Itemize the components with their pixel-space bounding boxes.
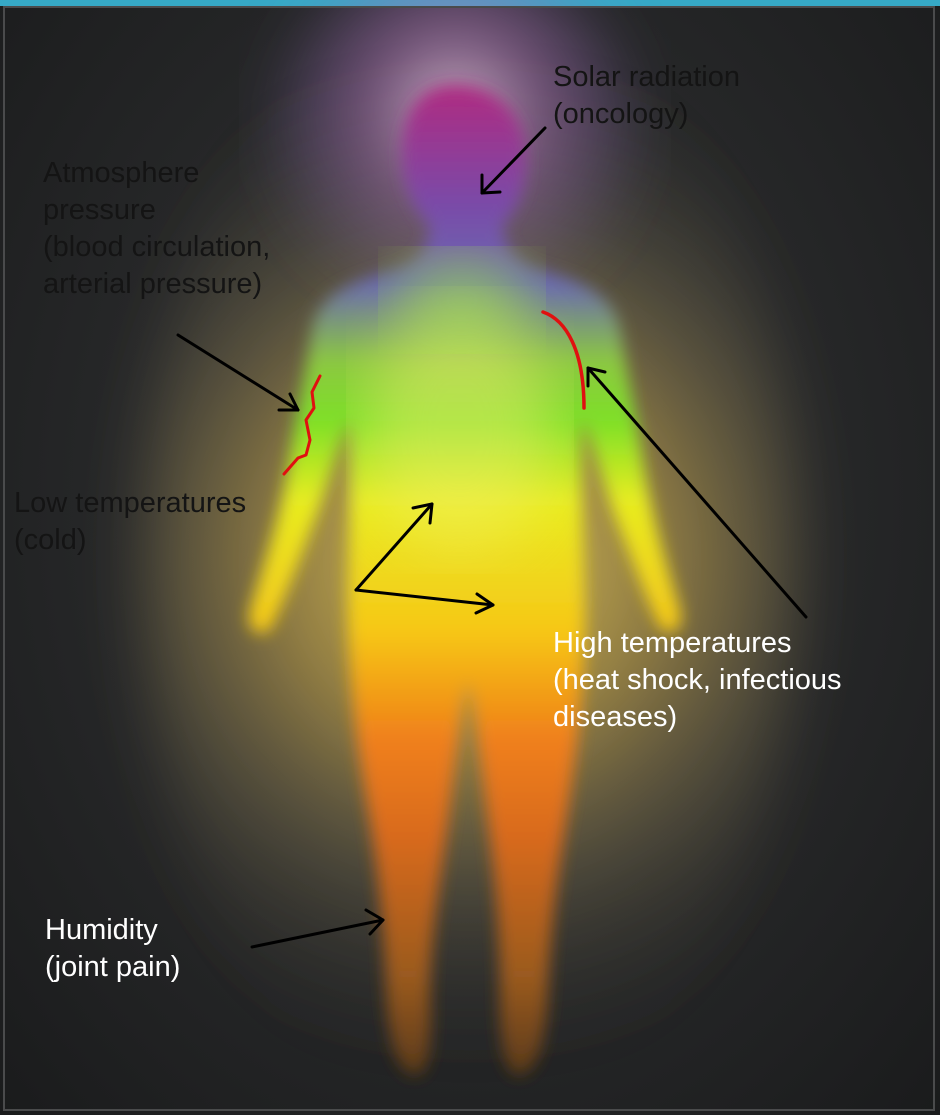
label-atmosphere-pressure: Atmosphere pressure (blood circulation, … (43, 155, 270, 303)
label-high-temp-line2: (heat shock, infectious (553, 662, 842, 699)
label-humidity-line1: Humidity (45, 912, 180, 949)
label-pressure-line2: pressure (43, 192, 270, 229)
label-high-temperatures: High temperatures (heat shock, infectiou… (553, 625, 842, 736)
label-humidity: Humidity (joint pain) (45, 912, 180, 986)
label-solar-line2: (oncology) (553, 96, 740, 133)
label-pressure-line4: arterial pressure) (43, 266, 270, 303)
label-pressure-line1: Atmosphere (43, 155, 270, 192)
label-solar-radiation: Solar radiation (oncology) (553, 59, 740, 133)
label-low-temp-line1: Low temperatures (14, 485, 246, 522)
label-solar-line1: Solar radiation (553, 59, 740, 96)
label-pressure-line3: (blood circulation, (43, 229, 270, 266)
label-high-temp-line3: diseases) (553, 699, 842, 736)
label-high-temp-line1: High temperatures (553, 625, 842, 662)
label-low-temp-line2: (cold) (14, 522, 246, 559)
label-low-temperatures: Low temperatures (cold) (14, 485, 246, 559)
label-humidity-line2: (joint pain) (45, 949, 180, 986)
